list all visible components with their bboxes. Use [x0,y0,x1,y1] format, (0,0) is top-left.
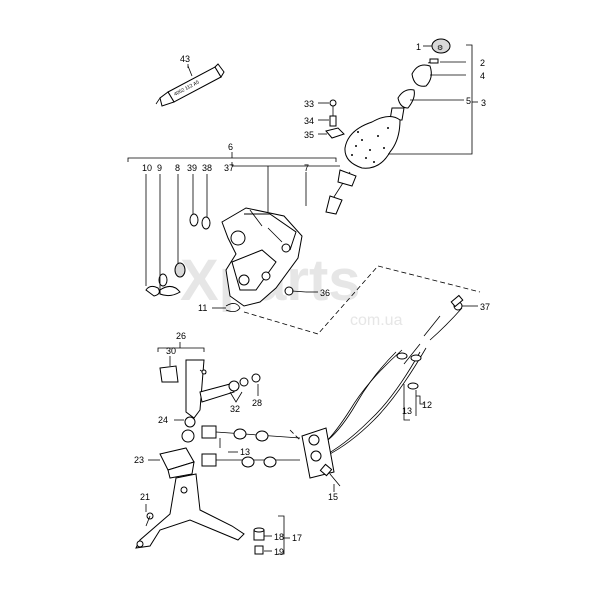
callout-6: 6 [228,142,233,152]
cable-dash-line [289,429,301,441]
nut-18-19 [253,527,265,555]
callout-9: 9 [157,163,162,173]
callout-24: 24 [158,415,168,425]
clip-11 [225,303,241,312]
callout-23: 23 [134,455,144,465]
shift-housing [221,207,303,307]
callout-labels: 1 2 4 5 3 33 34 35 43 6 10 9 8 39 38 37 … [134,42,490,557]
callout-13-right: 13 [402,406,412,416]
callout-2: 2 [480,58,485,68]
callout-38: 38 [202,163,212,173]
callout-13-lower: 13 [240,447,250,457]
shift-cables [201,294,464,479]
bolt-33-34-35 [325,99,345,139]
svg-text:⚙: ⚙ [437,44,443,52]
callout-21: 21 [140,492,150,502]
callout-43: 43 [180,54,190,64]
cable-holder-23 [159,447,195,479]
callout-17: 17 [292,533,302,543]
callout-8: 8 [175,163,180,173]
housing-outline [243,265,481,335]
callout-39: 39 [187,163,197,173]
callout-32: 32 [230,404,240,414]
callout-5: 5 [466,96,471,106]
callout-28: 28 [252,398,262,408]
gear-knob-assembly: ⚙ [325,38,451,215]
callout-11: 11 [198,303,207,313]
callout-33: 33 [304,99,314,109]
callout-1: 1 [416,42,421,52]
callout-12: 12 [422,400,432,410]
callout-10: 10 [142,163,152,173]
lever-bracket [159,359,261,443]
callout-18: 18 [274,532,284,542]
callout-19: 19 [274,547,284,557]
bolt-36 [284,286,307,296]
bracket-26-outline [157,347,205,352]
bushing-38-39 [145,213,211,297]
watermark-subtext: com.ua [350,312,403,329]
callout-15: 15 [328,492,338,502]
support-bracket [135,473,245,549]
callout-34: 34 [304,116,314,126]
callout-30: 30 [166,346,176,356]
callout-3: 3 [481,98,486,108]
callout-37-right: 37 [480,302,490,312]
callout-35: 35 [304,130,314,140]
callout-leaders [127,44,478,555]
callout-26: 26 [176,331,186,341]
callout-36: 36 [320,288,330,298]
callout-37-top: 37 [224,163,234,173]
callout-7: 7 [304,163,309,173]
callout-4: 4 [480,71,485,81]
bolt-15 [319,463,341,487]
